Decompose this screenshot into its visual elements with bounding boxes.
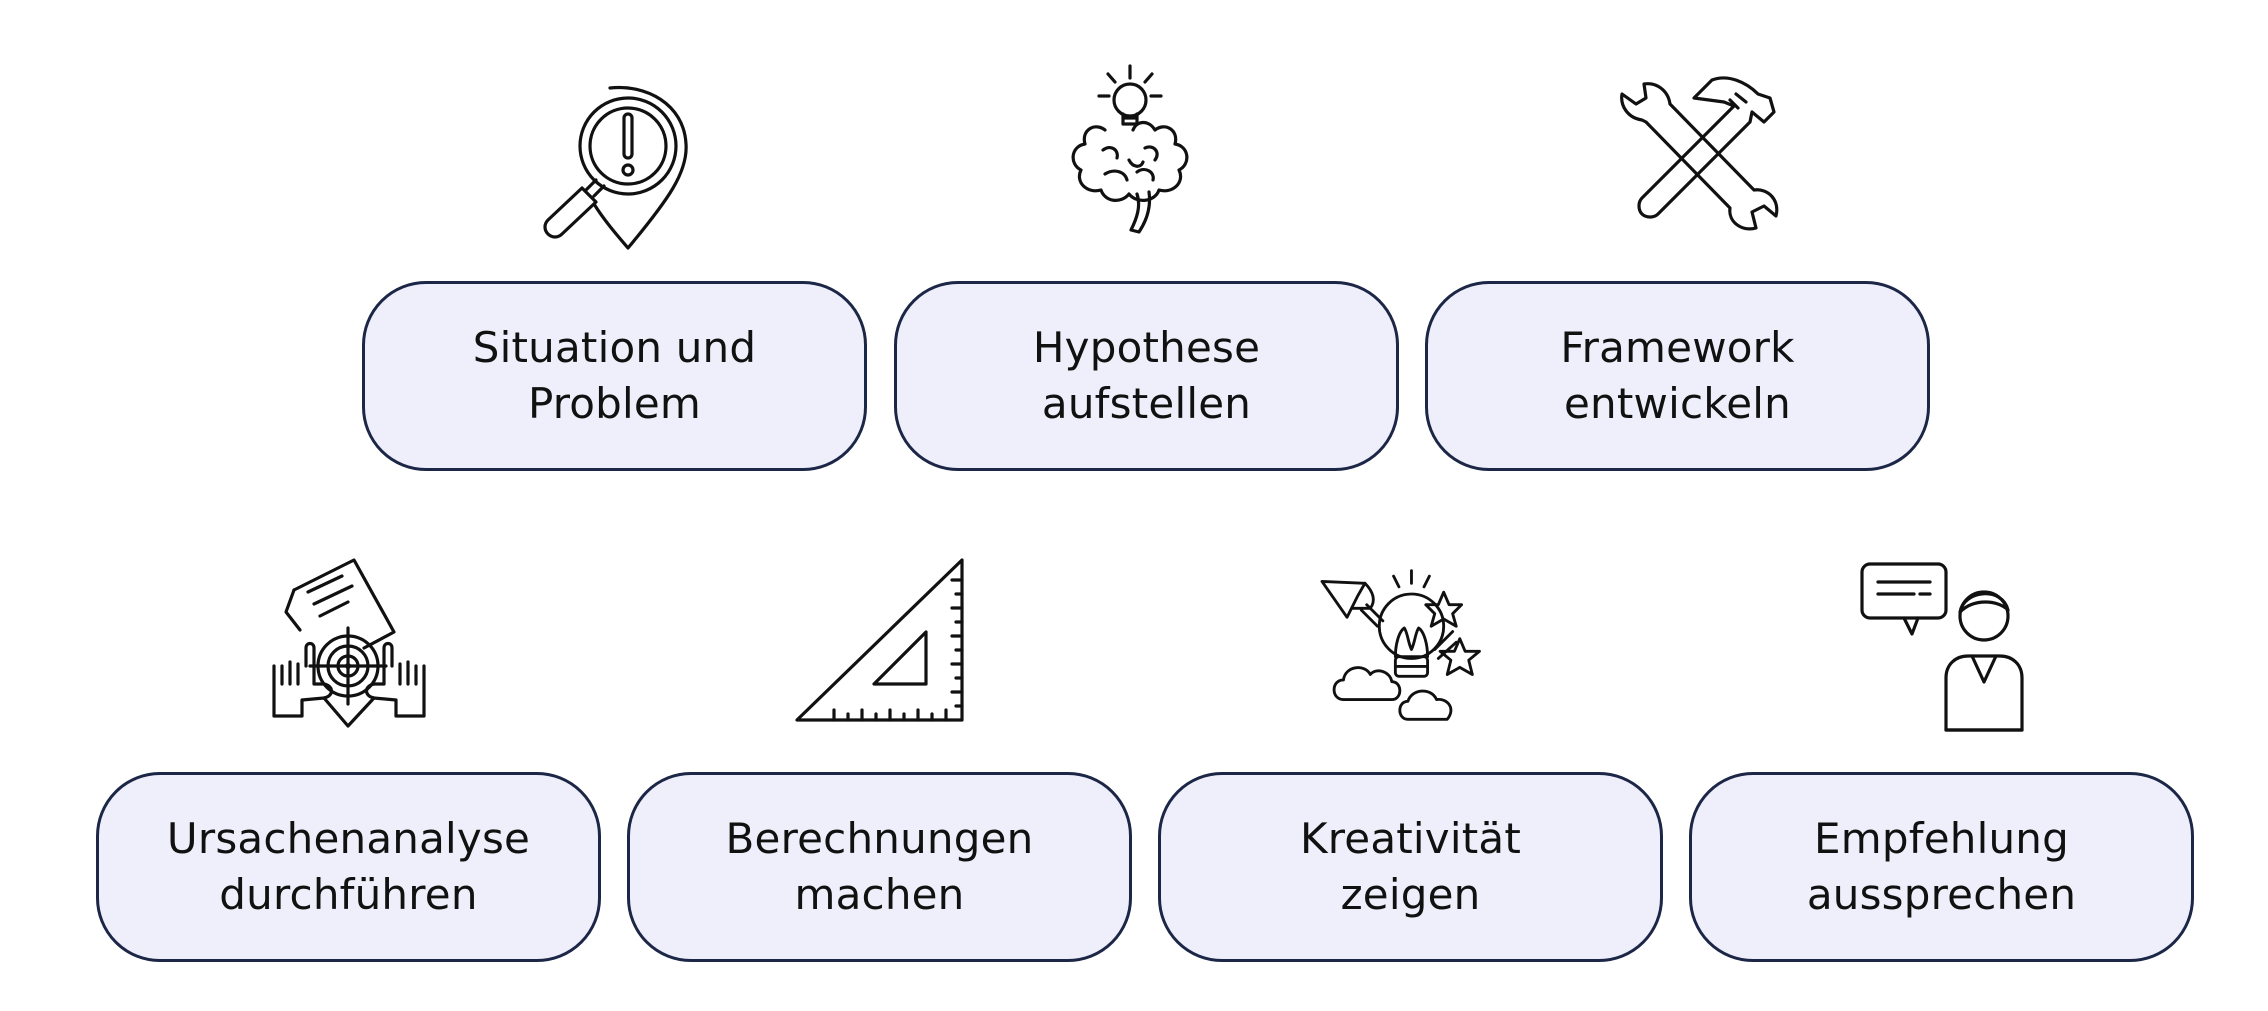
lightbulb-rocket-stars-icon <box>1320 560 1492 730</box>
step-card-situation: Situation und Problem <box>362 281 867 471</box>
step-label-hypothesis: Hypothese aufstellen <box>1032 323 1261 428</box>
magnifier-warning-pin-icon <box>542 74 712 250</box>
step-label-framework: Framework entwickeln <box>1560 323 1795 428</box>
step-label-root-cause: Ursachenanalyse durchführen <box>166 814 531 919</box>
set-square-ruler-icon <box>794 558 964 730</box>
person-speech-bubble-icon <box>1852 560 2024 732</box>
step-label-situation: Situation und Problem <box>472 323 757 428</box>
step-card-framework: Framework entwickeln <box>1425 281 1930 471</box>
step-card-recommendation: Empfehlung aussprechen <box>1689 772 2194 962</box>
step-label-calculations: Berechnungen machen <box>725 814 1034 919</box>
wrench-hammer-icon <box>1612 72 1782 242</box>
step-label-recommendation: Empfehlung aussprechen <box>1806 814 2077 919</box>
brain-lightbulb-icon <box>1045 64 1215 234</box>
document-target-hands-icon <box>264 558 434 730</box>
step-label-creativity: Kreativität zeigen <box>1300 814 1521 919</box>
step-card-calculations: Berechnungen machen <box>627 772 1132 962</box>
step-card-creativity: Kreativität zeigen <box>1158 772 1663 962</box>
step-card-hypothesis: Hypothese aufstellen <box>894 281 1399 471</box>
step-card-root-cause: Ursachenanalyse durchführen <box>96 772 601 962</box>
